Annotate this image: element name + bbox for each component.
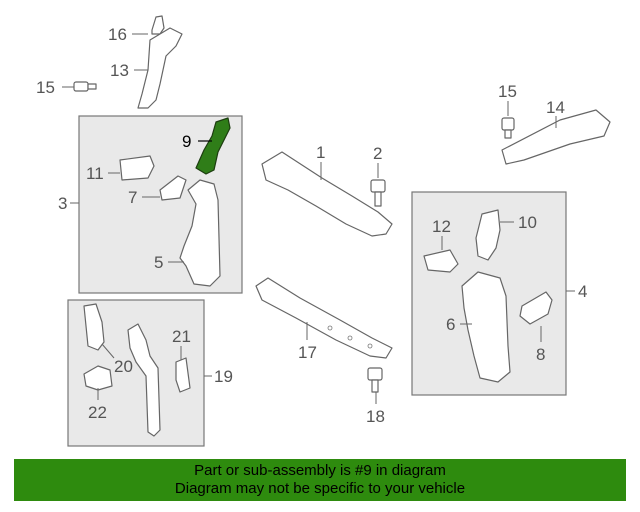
callout-14: 14 bbox=[546, 98, 565, 117]
banner-line-2: Diagram may not be specific to your vehi… bbox=[174, 480, 466, 497]
leader-20 bbox=[101, 343, 115, 359]
callout-2: 2 bbox=[373, 144, 382, 163]
callout-1: 1 bbox=[316, 143, 325, 162]
callout-20: 20 bbox=[114, 357, 133, 376]
part-16-bracket bbox=[151, 15, 165, 35]
part-19-main-bracket bbox=[127, 323, 161, 437]
part-21-bracket bbox=[175, 357, 191, 393]
part-13-pillar bbox=[137, 27, 183, 109]
callout-19: 19 bbox=[214, 367, 233, 386]
callout-7: 7 bbox=[128, 188, 137, 207]
callout-15-right: 15 bbox=[498, 82, 517, 101]
callout-8: 8 bbox=[536, 345, 545, 364]
callout-9: 9 bbox=[182, 132, 191, 151]
part-11-bracket bbox=[119, 155, 155, 181]
highlight-banner: Part or sub-assembly is #9 in diagram Di… bbox=[14, 459, 626, 501]
banner-line-1: Part or sub-assembly is #9 in diagram bbox=[194, 462, 446, 479]
callout-17: 17 bbox=[298, 343, 317, 362]
callout-10: 10 bbox=[518, 213, 537, 232]
part-15-bolt-left bbox=[73, 81, 97, 92]
callout-22: 22 bbox=[88, 403, 107, 422]
callout-13: 13 bbox=[110, 61, 129, 80]
callout-3: 3 bbox=[58, 194, 67, 213]
part-20-bracket bbox=[83, 303, 105, 351]
part-2-bolt bbox=[370, 179, 386, 207]
callout-4: 4 bbox=[578, 282, 587, 301]
part-9-bracket bbox=[195, 117, 231, 175]
callout-16: 16 bbox=[108, 25, 127, 44]
part-8-bracket bbox=[519, 291, 553, 325]
callout-6: 6 bbox=[446, 315, 455, 334]
part-14-rail bbox=[501, 109, 611, 165]
callout-11: 11 bbox=[86, 164, 104, 183]
callout-15-left: 15 bbox=[36, 78, 55, 97]
part-10-bracket bbox=[475, 209, 501, 261]
part-12-bracket bbox=[423, 249, 459, 273]
part-6-side-member bbox=[461, 271, 511, 383]
callout-12: 12 bbox=[432, 217, 451, 236]
part-18-bolt bbox=[367, 367, 383, 393]
part-1-upper-support bbox=[261, 151, 393, 237]
part-7-bracket bbox=[159, 175, 187, 201]
part-5-side-member bbox=[179, 179, 221, 287]
callout-18: 18 bbox=[366, 407, 385, 426]
part-15-bolt-right bbox=[501, 117, 515, 139]
callout-21: 21 bbox=[172, 327, 191, 346]
part-17-lower-support bbox=[255, 277, 393, 359]
part-22-bracket bbox=[83, 365, 113, 391]
callout-5: 5 bbox=[154, 253, 163, 272]
